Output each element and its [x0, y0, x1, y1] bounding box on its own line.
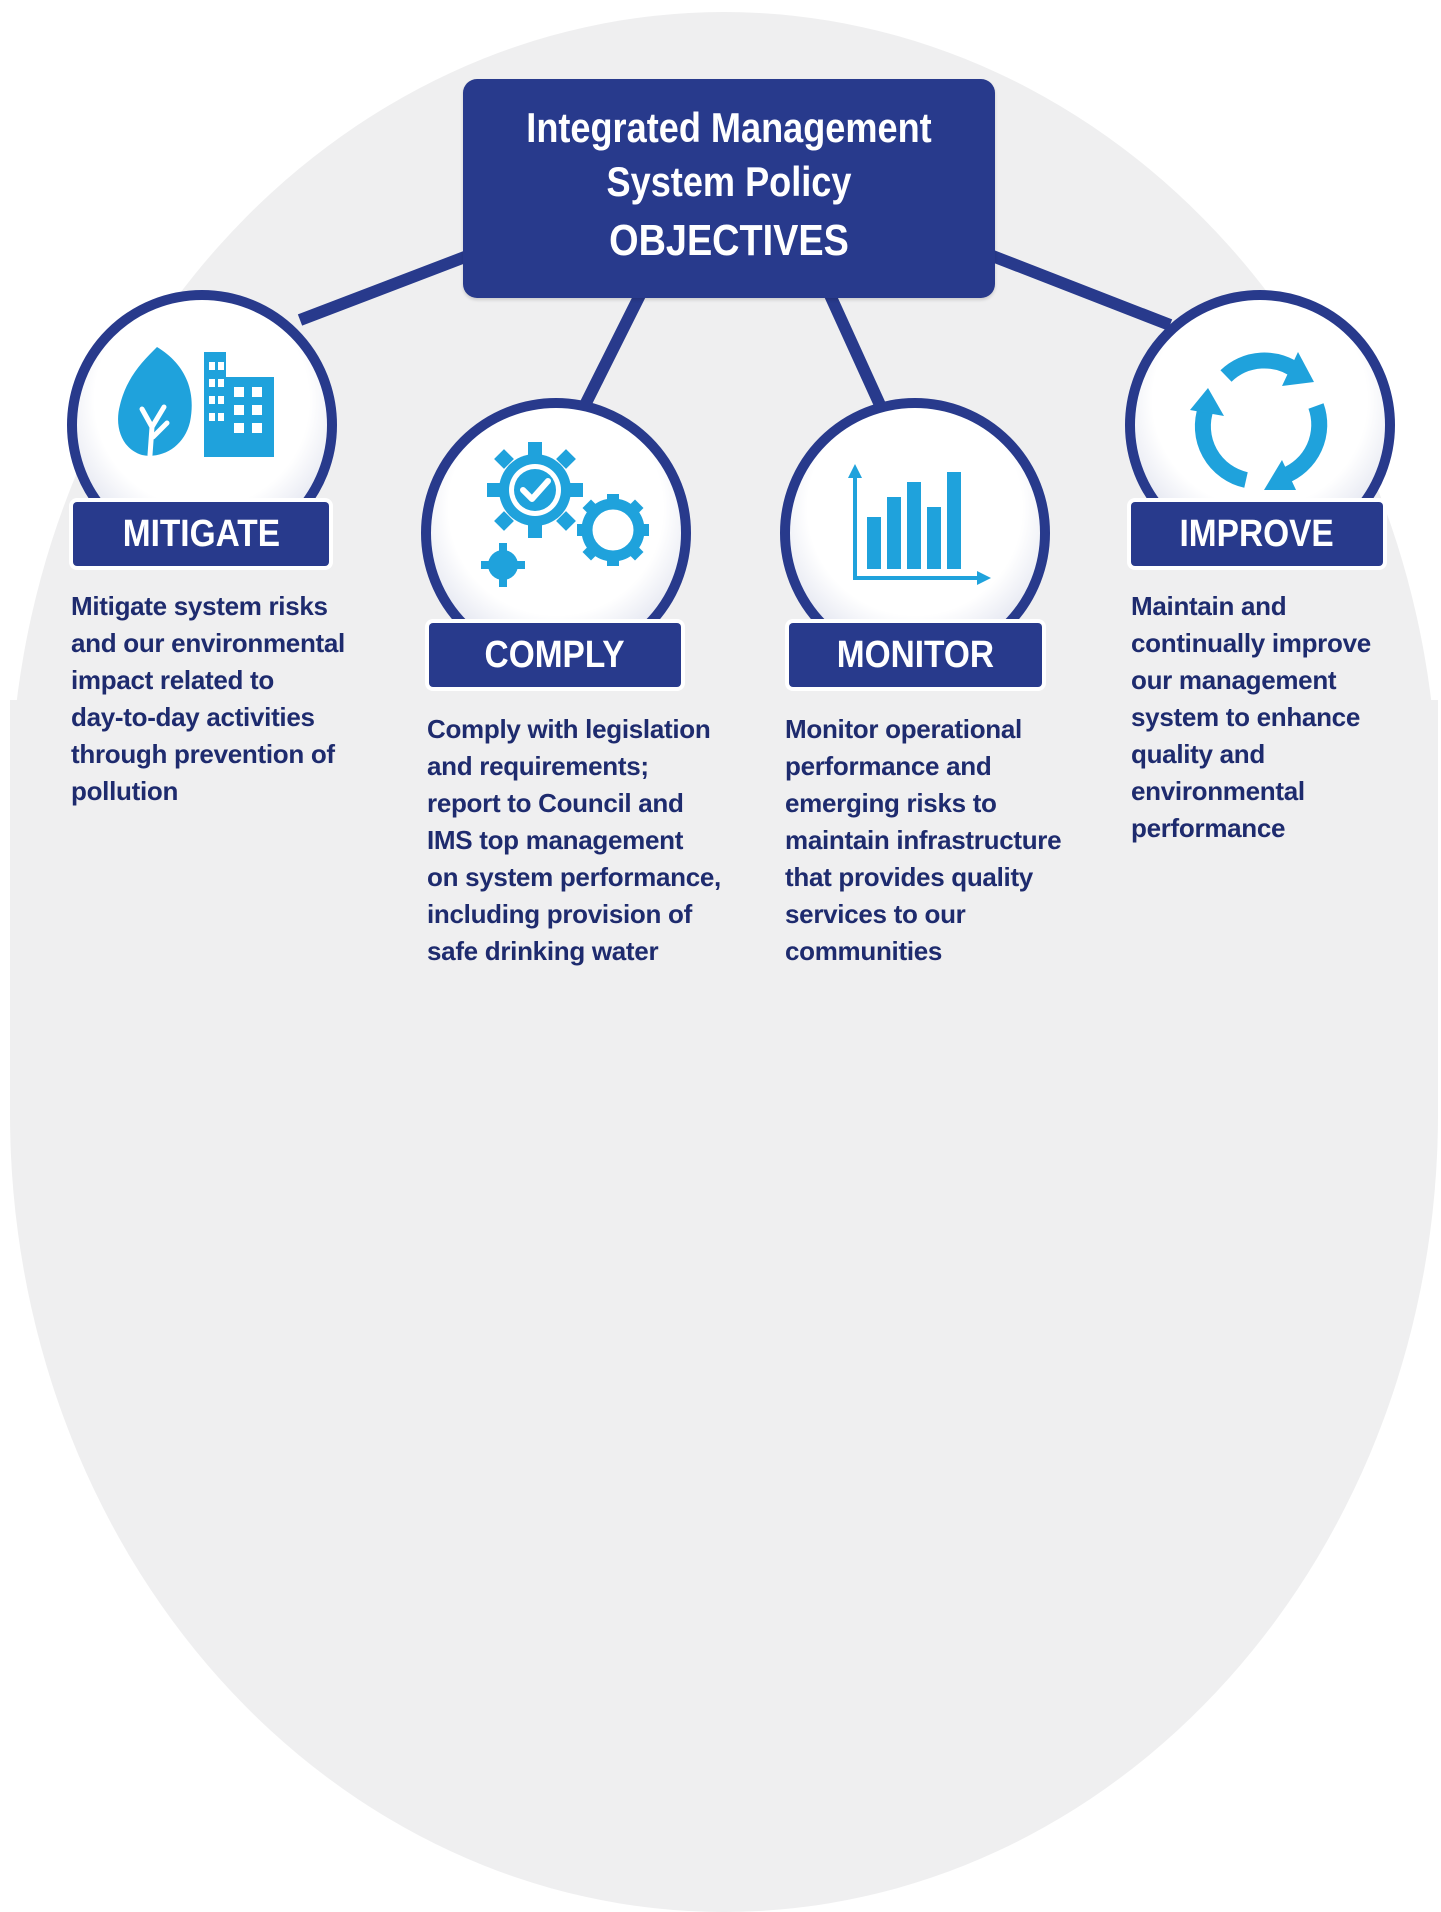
connector-comply	[579, 292, 646, 408]
improve-description: Maintain and continually improve our man…	[1131, 591, 1371, 843]
improve-label: IMPROVE	[1131, 502, 1383, 566]
connector-lines	[297, 249, 1173, 408]
monitor-description: Monitor operational performance and emer…	[785, 714, 1062, 966]
title-box: Integrated Management System Policy OBJE…	[463, 79, 995, 298]
comply-description: Comply with legislation and requirements…	[427, 714, 721, 966]
title-line-1: Integrated Management	[526, 104, 932, 151]
cycle-arrows-icon	[1190, 352, 1328, 490]
connector-mitigate	[297, 249, 473, 326]
mitigate-label: MITIGATE	[73, 502, 329, 566]
title-line-2: System Policy	[606, 158, 852, 205]
monitor-label: MONITOR	[789, 623, 1042, 687]
title-objectives: OBJECTIVES	[609, 216, 849, 265]
connector-improve	[987, 249, 1173, 331]
leaf-building-icon	[118, 347, 274, 458]
bar-chart-icon	[848, 464, 991, 585]
connector-monitor	[824, 292, 886, 408]
mitigate-description: Mitigate system risks and our environmen…	[71, 591, 345, 806]
gears-check-icon	[481, 442, 649, 587]
background-fill	[10, 700, 1438, 1003]
comply-label: COMPLY	[429, 623, 681, 687]
